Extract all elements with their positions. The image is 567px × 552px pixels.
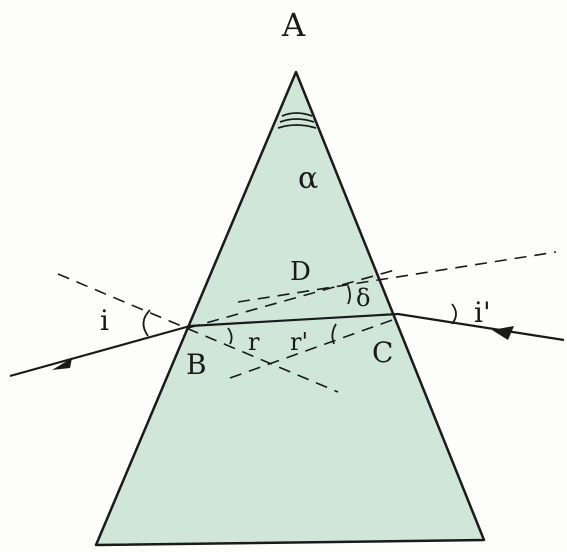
arc-delta <box>347 285 351 305</box>
emergent-ray <box>397 312 565 342</box>
arc-r <box>227 327 233 345</box>
angle-arcs <box>142 285 457 345</box>
incident-extension <box>57 273 339 393</box>
arc-i <box>142 309 151 337</box>
label-r: r <box>248 328 260 356</box>
internal-ray <box>189 312 399 328</box>
arc-i-prime <box>451 303 457 325</box>
incident-ray <box>9 324 191 378</box>
label-i-prime: i' <box>474 296 491 329</box>
label-c: C <box>372 336 393 369</box>
label-b: B <box>186 348 207 381</box>
label-delta: δ <box>356 284 370 312</box>
label-i: i <box>100 304 109 337</box>
normal-at-b <box>187 269 396 329</box>
light-ray <box>9 312 565 378</box>
incident-arrowhead <box>52 358 72 370</box>
prism <box>94 70 486 547</box>
emergent-arrowhead <box>492 326 514 340</box>
label-alpha: α <box>298 161 318 196</box>
label-r-prime: r' <box>290 328 308 356</box>
label-apex: A <box>281 6 306 44</box>
apex-angle-arcs <box>277 112 317 129</box>
label-d: D <box>290 257 311 287</box>
construction-lines <box>57 251 557 393</box>
normal-at-c <box>229 317 399 379</box>
emergent-extension <box>237 251 557 303</box>
arc-r-prime <box>331 323 337 345</box>
